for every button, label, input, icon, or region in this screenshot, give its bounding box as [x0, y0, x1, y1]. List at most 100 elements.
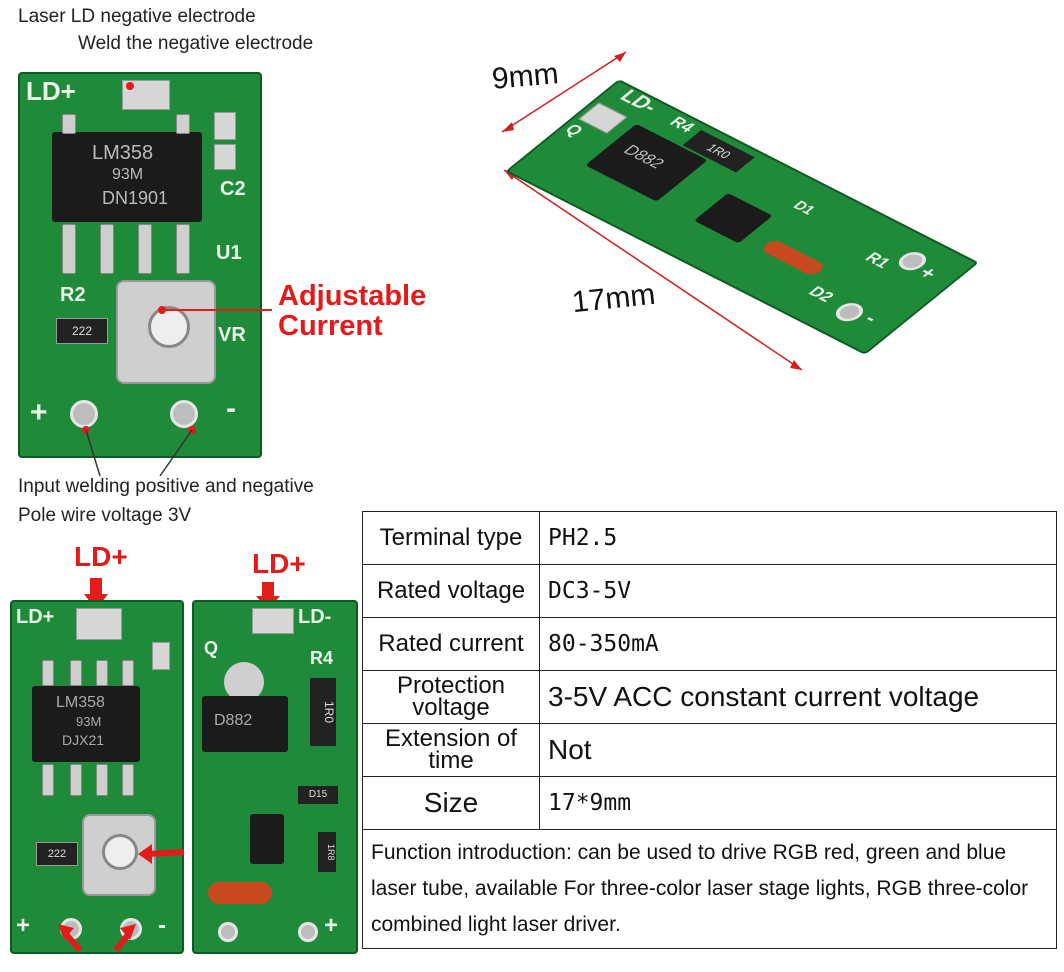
table-row: Size 17*9mm [362, 776, 1057, 830]
spec-key: Terminal type [362, 511, 540, 565]
capacitor-pad [152, 642, 170, 670]
minus-marking: - [226, 392, 236, 425]
r4-marking: R4 [665, 114, 698, 136]
d2-marking: D2 [804, 284, 837, 306]
c2-marking: C2 [220, 178, 246, 200]
adjustable-label-line2: Current [278, 310, 383, 342]
transistor-marking: D882 [619, 142, 668, 172]
spec-key: Rated current [362, 617, 540, 671]
resistor-1r8: 1R8 [318, 832, 336, 872]
chip-pin [96, 660, 108, 686]
potentiometer-knob [148, 306, 190, 348]
glass-diode [208, 882, 272, 904]
r2-marking: R2 [60, 284, 86, 306]
minus-marking: - [158, 912, 166, 939]
chip-pin [96, 764, 108, 796]
down-arrow-shaft [90, 578, 102, 596]
ld-negative-label: Laser LD negative electrode [18, 6, 256, 27]
d882-transistor: D882 [202, 696, 288, 752]
pot-point-marker [158, 306, 166, 314]
ld-minus-marking: LD- [298, 606, 332, 628]
d882-transistor: D882 [585, 123, 708, 202]
plus-marking: + [16, 912, 31, 939]
input-negative-hole [170, 400, 198, 428]
input-negative-hole [218, 922, 238, 942]
transistor-tab [224, 662, 264, 702]
board-lm358-view: LD+ LM358 93M DJX21 222 + - [10, 600, 184, 954]
red-pointer-arrows [58, 844, 185, 952]
ld-plus-marking: LD+ [16, 606, 55, 628]
table-row: Rated current 80-350mA [362, 617, 1057, 671]
ld-plus-callout-1: LD+ [74, 541, 128, 572]
table-row: Extension of time Not [362, 723, 1057, 777]
sot-chip [250, 814, 284, 864]
chip-pin [176, 224, 190, 274]
adjustable-label-line1: Adjustable [278, 280, 427, 312]
chip-pin [70, 660, 82, 686]
lm358-chip: LM358 93M DJX21 [32, 686, 140, 762]
u1-marking: U1 [216, 242, 242, 264]
chip-pin [42, 764, 54, 796]
spec-table: Terminal type PH2.5 Rated voltage DC3-5V… [362, 511, 1057, 949]
chip-pin [138, 224, 152, 274]
input-label-line1: Input welding positive and negative [18, 476, 314, 497]
r1-marking: R1 [860, 250, 894, 272]
spec-value: 17*9mm [539, 776, 1057, 830]
chip-pin [62, 114, 76, 134]
potentiometer [116, 280, 216, 384]
down-arrow-shaft [262, 582, 274, 598]
chip-pin [176, 114, 190, 134]
chip-pin [122, 660, 134, 686]
potentiometer-knob [102, 834, 138, 870]
ld-pad [252, 608, 294, 634]
vr-marking: VR [218, 324, 246, 346]
spec-value: DC3-5V [539, 564, 1057, 618]
chip-pin [42, 660, 54, 686]
chip-pin [70, 764, 82, 796]
glass-diode [759, 238, 827, 277]
table-row: Protection voltage 3-5V ACC constant cur… [362, 670, 1057, 724]
input-positive-hole [70, 400, 98, 428]
dimension-arrows [501, 51, 803, 371]
sot-chip [694, 193, 773, 244]
spec-value: Not [539, 723, 1057, 777]
chip-pin [100, 224, 114, 274]
spec-key: Protection voltage [362, 670, 540, 724]
resistor-222: 222 [56, 318, 108, 344]
r4-marking: R4 [310, 648, 334, 668]
d1-marking: D1 [789, 197, 820, 217]
input-label-line2: Pole wire voltage 3V [18, 505, 192, 526]
q-marking: Q [204, 638, 219, 658]
diode-d15: D15 [298, 786, 338, 804]
chip-marking-mid: 93M [112, 166, 144, 183]
lm358-chip: LM358 93M DN1901 [52, 132, 202, 222]
input-positive-hole [298, 922, 318, 942]
weld-negative-label: Weld the negative electrode [78, 33, 314, 54]
chip-marking-top: LM358 [56, 694, 105, 711]
chip-pin [122, 764, 134, 796]
ld-pad [76, 608, 122, 640]
spec-key: Extension of time [362, 723, 540, 777]
ld-pad [578, 102, 628, 134]
ld-plus-marking: LD+ [26, 76, 76, 106]
resistor-222: 222 [36, 842, 78, 866]
chip-marking-top: LM358 [92, 142, 154, 164]
ld-plus-callout-2: LD+ [252, 548, 306, 579]
table-row: Rated voltage DC3-5V [362, 564, 1057, 618]
table-row: Function introduction: can be used to dr… [362, 829, 1057, 949]
resistor-1r0: 1R0 [310, 678, 336, 746]
spec-value: PH2.5 [539, 511, 1057, 565]
table-row: Terminal type PH2.5 [362, 511, 1057, 565]
transistor-marking: D882 [214, 712, 253, 729]
spec-key: Size [362, 776, 540, 830]
spec-key: Rated voltage [362, 564, 540, 618]
plus-marking: + [324, 912, 339, 939]
adjustable-current-label: Adjustable Current [278, 281, 426, 341]
plus-marking: + [30, 396, 48, 429]
board-top-view: LD+ C2 LM358 93M DN1901 U1 R2 222 VR + - [18, 72, 262, 458]
ld-point-marker [126, 82, 134, 90]
potentiometer [82, 814, 156, 896]
board-d882-view: LD- Q R4 D882 1R0 D15 1R8 + [192, 600, 358, 954]
chip-pin [62, 224, 76, 274]
spec-value: 3-5V ACC constant current voltage [539, 670, 1057, 724]
